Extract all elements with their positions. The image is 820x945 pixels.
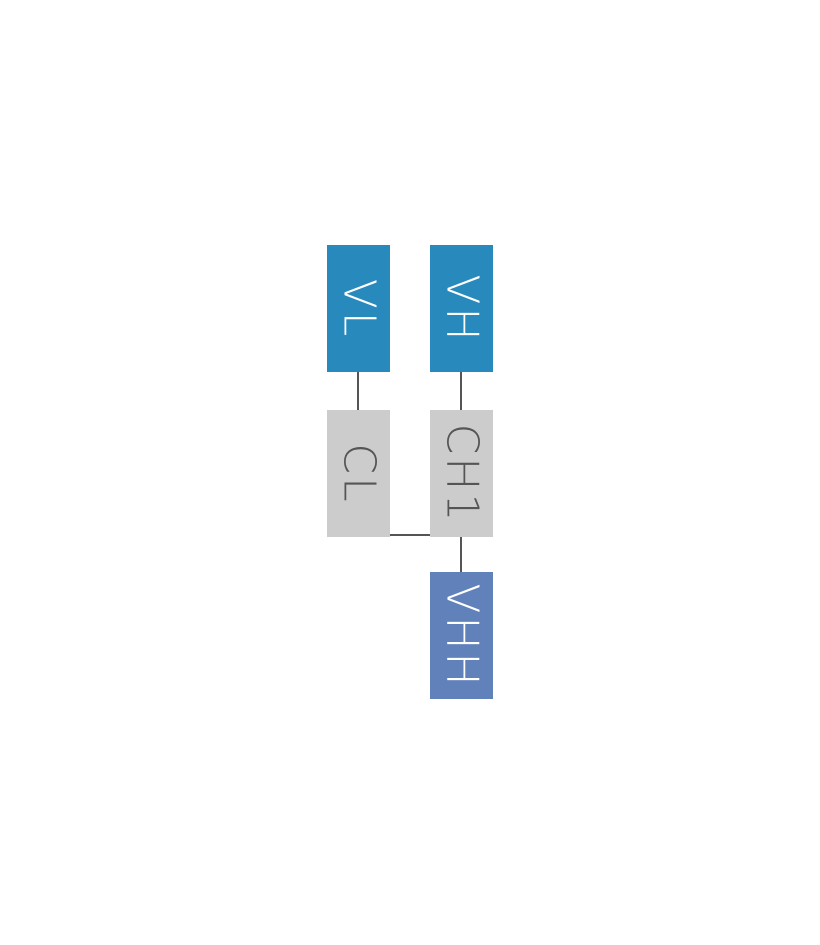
cl-label: CL [333, 442, 385, 505]
ch1-label: CH1 [436, 423, 488, 524]
vhh-label: VHH [436, 582, 488, 689]
vh-domain: VH [430, 245, 493, 372]
ch1-vhh-connector [460, 536, 462, 573]
vhh-domain: VHH [430, 572, 493, 699]
vh-ch1-connector [460, 371, 462, 411]
ch1-domain: CH1 [430, 410, 493, 537]
vl-domain: VL [327, 245, 390, 372]
cl-ch1-connector [389, 534, 431, 536]
vl-cl-connector [357, 371, 359, 411]
vl-label: VL [333, 278, 385, 339]
vh-label: VH [436, 273, 488, 344]
cl-domain: CL [327, 410, 390, 537]
